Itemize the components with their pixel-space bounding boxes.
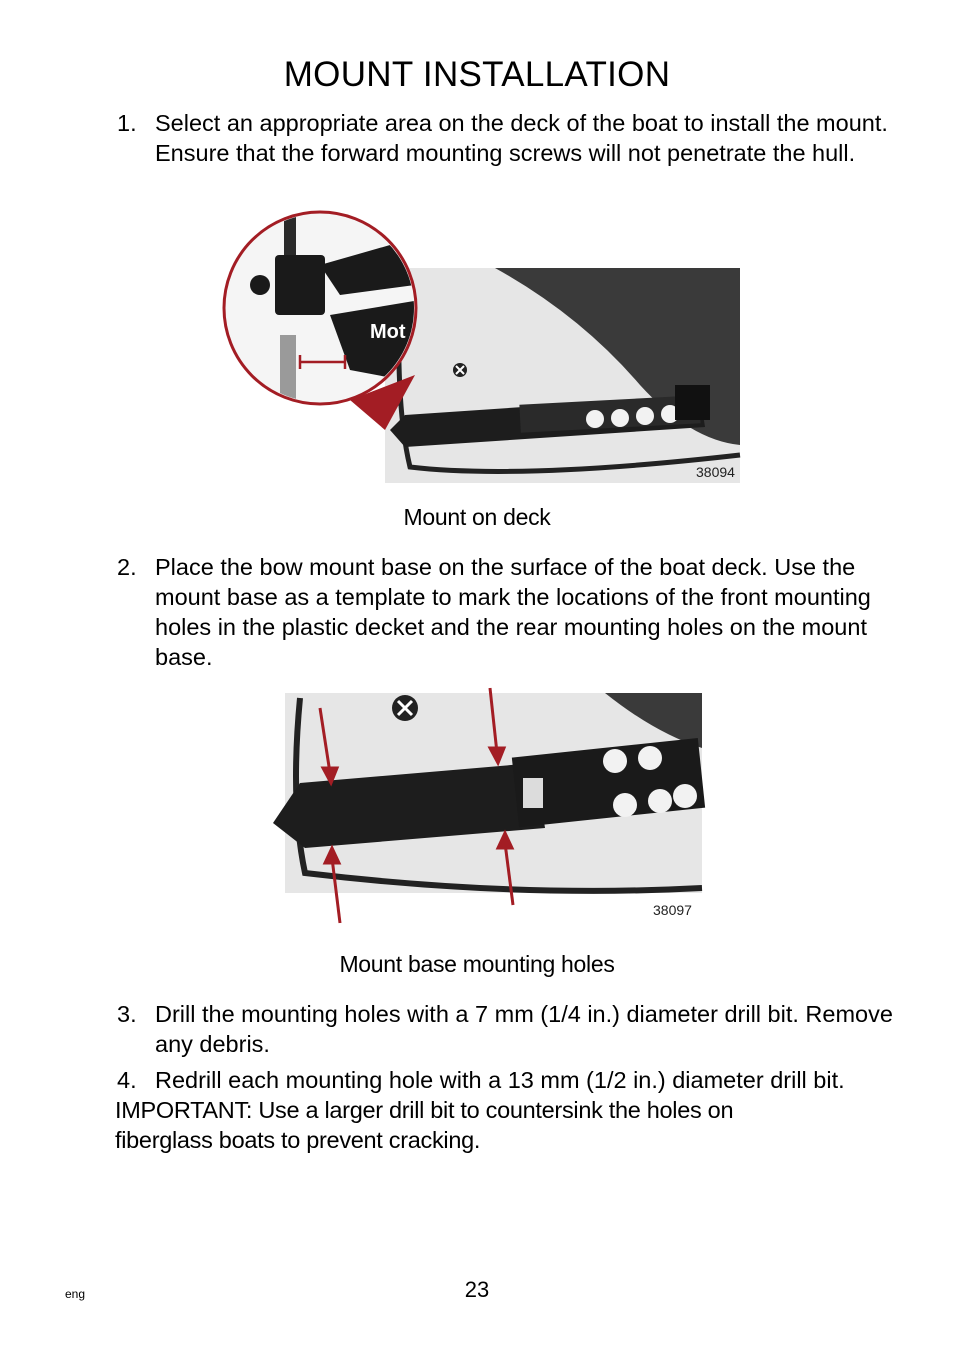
step-text: Drill the mounting holes with a 7 mm (1/…	[155, 1001, 893, 1057]
step-text: Select an appropriate area on the deck o…	[155, 110, 888, 166]
step-1: 1. Select an appropriate area on the dec…	[117, 108, 897, 168]
figure-number: 38097	[653, 902, 692, 918]
figure-caption: Mount base mounting holes	[339, 951, 615, 977]
figure-mount-on-deck: Mot 38094	[220, 205, 750, 490]
page-title: MOUNT INSTALLATION	[283, 55, 671, 94]
step-number: 4.	[117, 1067, 137, 1093]
figure-number: 38094	[696, 464, 735, 480]
mount-on-deck-illustration: Mot	[222, 210, 741, 483]
step-4: 4. Redrill each mounting hole with a 13 …	[117, 1065, 897, 1095]
page-number: 23	[464, 1277, 490, 1302]
step-3: 3. Drill the mounting holes with a 7 mm …	[117, 999, 897, 1059]
step-text: Place the bow mount base on the surface …	[155, 554, 871, 670]
important-note: IMPORTANT: Use a larger drill bit to cou…	[115, 1097, 734, 1153]
step-number: 1.	[117, 110, 137, 136]
step-number: 3.	[117, 1001, 137, 1027]
step-2: 2. Place the bow mount base on the surfa…	[117, 552, 897, 672]
step-text: Redrill each mounting hole with a 13 mm …	[155, 1067, 845, 1093]
inset-motor-label: Mot	[370, 321, 406, 343]
step-number: 2.	[117, 554, 137, 580]
figure-caption: Mount on deck	[403, 504, 551, 530]
language-code: eng	[65, 1287, 86, 1301]
mount-base-holes-illustration	[273, 687, 706, 924]
figure-mount-base-holes: 38097	[265, 683, 710, 928]
